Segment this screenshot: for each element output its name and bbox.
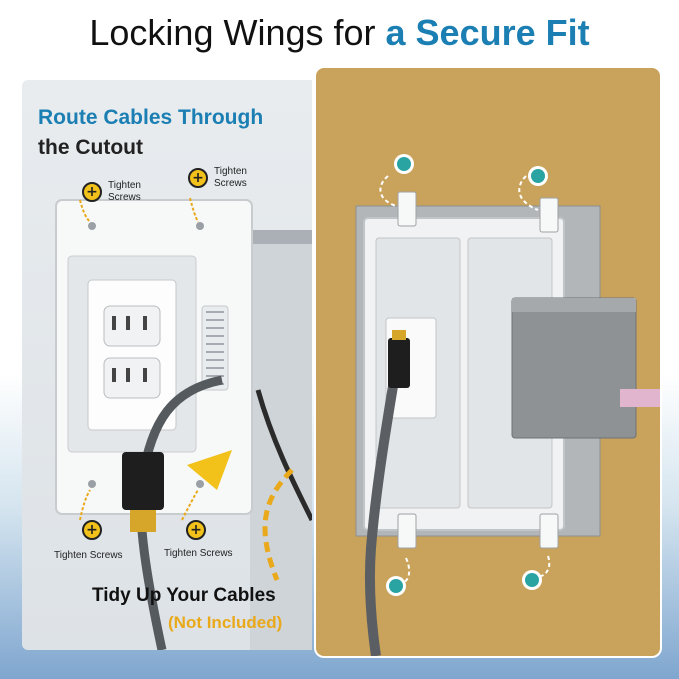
locking-wing-bottom-right [539,513,559,549]
screw-label-top-left: Tighten Screws [108,180,141,203]
screw-top-right [196,222,204,230]
rotate-arrow-top-left [379,175,397,207]
screw-label-bottom-right: Tighten Screws [164,548,233,559]
junction-block [511,297,637,439]
lock-icon [394,154,414,174]
black-cable [255,389,312,522]
braided-hdmi-cable [364,367,401,656]
locking-wing-top-left [397,191,417,227]
arrow-top-left [79,199,91,223]
route-cables-title: Route Cables Through [38,106,264,129]
route-cables-subtitle: the Cutout [38,136,143,159]
rotate-arrow-top-right [518,175,539,211]
arrow-top-right [189,197,199,223]
not-included-note: (Not Included) [168,613,283,632]
tidy-arrow [262,468,294,581]
wall-section [250,230,312,650]
plus-icon: + [186,520,206,540]
hdmi-tip [130,510,156,532]
outlet-faceplate [87,279,177,431]
headline: Locking Wings for a Secure Fit [0,12,679,54]
headline-accent: a Secure Fit [385,12,590,53]
tidy-arrowhead [187,450,232,490]
lock-icon [522,570,542,590]
hdmi-plug [122,452,164,510]
wall-box-illustration [355,154,660,656]
headline-prefix: Locking Wings for [89,12,386,53]
screw-bottom-left [88,480,96,488]
left-panel-faceplate: Route Cables Through the Cutout + Tighte… [22,80,312,650]
plus-icon: + [82,520,102,540]
plus-icon: + [188,168,208,188]
tidy-cables-title: Tidy Up Your Cables [92,585,276,606]
plus-icon: + [82,182,102,202]
lock-icon [386,576,406,596]
screw-label-bottom-left: Tighten Screws [54,550,123,561]
locking-wing-top-right [539,197,559,233]
hdmi-connector [388,338,410,388]
screw-label-top-right: Tighten Screws [214,166,247,189]
screw-bottom-right [196,480,204,488]
screw-top-left [88,222,96,230]
faceplate-illustration [55,197,312,650]
lock-icon [528,166,548,186]
right-panel-wall-box [316,68,660,656]
arrow-bottom-right [181,489,199,521]
wall-edge [250,230,312,244]
locking-wing-bottom-left [397,513,417,549]
